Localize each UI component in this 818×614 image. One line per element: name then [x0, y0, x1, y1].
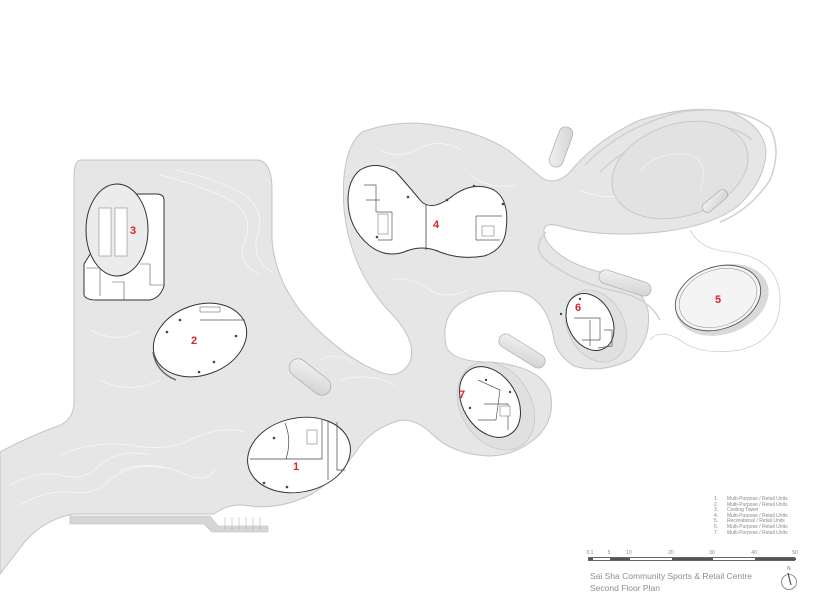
scale-tick: 50	[792, 550, 798, 556]
scale-tick: 40	[751, 550, 757, 556]
north-label: N	[787, 566, 791, 572]
drawing-subtitle: Second Floor Plan	[590, 583, 660, 593]
scale-tick: 0	[586, 550, 590, 556]
title-block: Sai Sha Community Sports & Retail Centre…	[590, 570, 752, 594]
legend-item: 1.Multi-Purpose / Retail Units	[714, 496, 788, 502]
scale-bar: 0 1 5 10 20 30 40 50	[586, 550, 798, 570]
unit-6: 6	[559, 289, 627, 363]
east-garden-lobe	[611, 120, 749, 220]
scale-tick: 1	[590, 550, 594, 556]
legend-item: 2.Multi-Purpose / Retail Units	[714, 501, 788, 508]
walkway-path	[649, 229, 781, 352]
unit-7-label: 7	[459, 389, 465, 401]
legend-item: 5.Recreational / Retail Units	[714, 518, 785, 525]
unit-3-label: 3	[130, 225, 136, 237]
scale-tick: 10	[626, 550, 632, 556]
scale-tick: 30	[709, 550, 715, 556]
legend-item: 7.Multi-Purpose / Retail Units	[714, 529, 788, 536]
unit-2: 2	[152, 302, 248, 381]
south-edge-structure	[69, 515, 269, 533]
legend: 1.Multi-Purpose / Retail Units 2.Multi-P…	[714, 496, 788, 536]
legend-item: 4.Multi-Purpose / Retail Units	[714, 512, 788, 519]
scale-tick: 20	[668, 550, 674, 556]
unit-4-label: 4	[433, 219, 440, 231]
skylight-pods	[288, 126, 729, 396]
unit-1-label: 1	[293, 461, 299, 473]
unit-4: 4	[347, 165, 508, 258]
unit-5: 5	[674, 264, 769, 336]
unit-1: 1	[247, 416, 351, 494]
north-arrow-icon: N	[779, 566, 801, 592]
unit-7: 7	[456, 361, 536, 451]
legend-item: 6.Multi-Purpose / Retail Units	[714, 523, 788, 530]
legend-item: 3.Cooling Tower	[714, 507, 759, 514]
unit-2-label: 2	[191, 335, 197, 347]
unit-6-label: 6	[575, 302, 581, 314]
unit-3-cooling-tower: 3	[83, 183, 165, 301]
scale-bar-graphic	[588, 557, 796, 561]
unit-5-label: 5	[715, 294, 721, 306]
drawing-title: Sai Sha Community Sports & Retail Centre	[590, 571, 753, 581]
scale-tick: 5	[607, 550, 611, 556]
